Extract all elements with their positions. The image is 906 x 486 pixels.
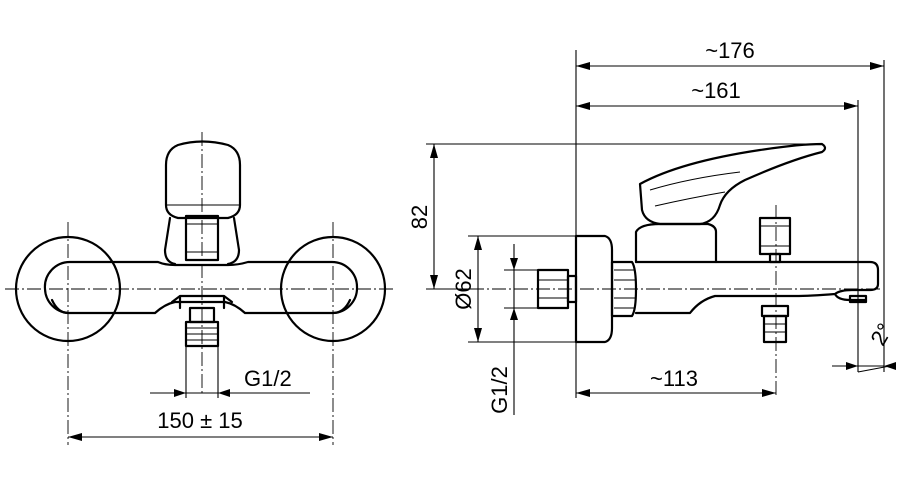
eccentric-nut-lines (538, 279, 568, 299)
rosette-diameter-label: Ø62 (451, 268, 476, 310)
right-body-end-detail (331, 298, 352, 315)
diverter-knob-side-ribs (760, 225, 790, 247)
side-thread-label: G1/2 (487, 366, 512, 414)
outlet-thread-lines (186, 327, 218, 341)
cartridge-housing (163, 216, 241, 266)
union-nut (610, 260, 638, 318)
angle-inclined-line (857, 365, 891, 373)
angle-label: 2° (865, 319, 897, 350)
side-view: ~176 ~161 82 Ø62 G1/2 ~113 2° (407, 38, 898, 415)
front-view: G1/2 150 ± 15 (5, 132, 395, 445)
bath-outlet-thread (762, 314, 788, 344)
front-thread-dim-arrows (174, 389, 230, 397)
diverter-knob (184, 214, 220, 262)
diverter-knob-side (758, 216, 792, 256)
left-body-end-detail (50, 298, 70, 315)
bath-outlet-thread-lines (764, 323, 786, 333)
height-label: 82 (407, 205, 432, 229)
diverter-knob-ribs (186, 223, 218, 253)
lever-side (638, 142, 827, 226)
union-nut-lines (614, 269, 636, 309)
spout-body (634, 260, 880, 315)
rosette-side (574, 234, 614, 344)
bath-outlet-nut (760, 304, 790, 318)
lever-handle (164, 140, 242, 220)
lever-side-contour-lines (649, 171, 741, 207)
outlet-distance-label: ~113 (650, 366, 698, 391)
angle-dim-arrows (846, 362, 896, 370)
outlet-cap (170, 294, 234, 310)
spout-length-label: ~161 (691, 78, 741, 103)
mixer-body (43, 260, 359, 315)
rosette-extension-lines (468, 235, 576, 343)
diverter-stem (768, 252, 782, 264)
front-thread-label: G1/2 (244, 366, 292, 391)
overall-length-label: ~176 (705, 38, 755, 63)
width-label: 150 ± 15 (157, 408, 242, 433)
front-thread-extension-lines (185, 346, 219, 398)
thread-extension-lines (504, 269, 538, 309)
cartridge-column (634, 222, 718, 264)
